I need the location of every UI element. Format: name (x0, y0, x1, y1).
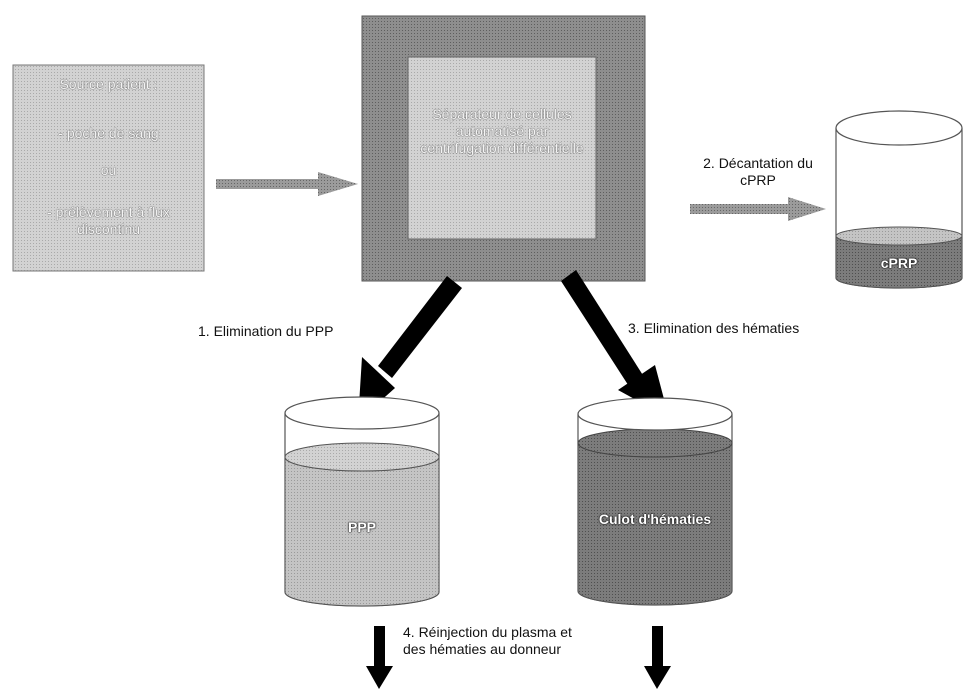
label-elimination-ppp: 1. Elimination du PPP (198, 323, 334, 339)
source-line-2: ou (100, 162, 117, 178)
source-title: Source patient : (59, 76, 158, 92)
source-line-3: - prélèvement à flux discontinu (47, 204, 170, 237)
arrow-source-to-separator (216, 172, 358, 196)
label-reinjection: 4. Réinjection du plasma et des hématies… (403, 624, 572, 657)
ppp-label: PPP (347, 519, 376, 535)
cprp-label: cPRP (880, 255, 918, 271)
separator-inner-box (407, 56, 597, 240)
culot-container (577, 397, 733, 606)
arrow-reinjection-right (644, 626, 671, 689)
cprp-container (835, 110, 963, 289)
separator-label: Séparateur de cellules automatisé par ce… (420, 106, 584, 156)
culot-label: Culot d'hématies (598, 511, 712, 527)
label-decantation: 2. Décantation du cPRP (703, 155, 813, 188)
ppp-container (284, 396, 440, 607)
source-line-1: - poche de sang (58, 125, 159, 141)
label-elimination-hematies: 3. Elimination des hématies (628, 320, 800, 336)
source-box (12, 64, 205, 272)
arrow-decantation (690, 197, 826, 221)
arrow-reinjection-left (366, 626, 393, 689)
arrow-elimination-hematies (561, 270, 669, 418)
